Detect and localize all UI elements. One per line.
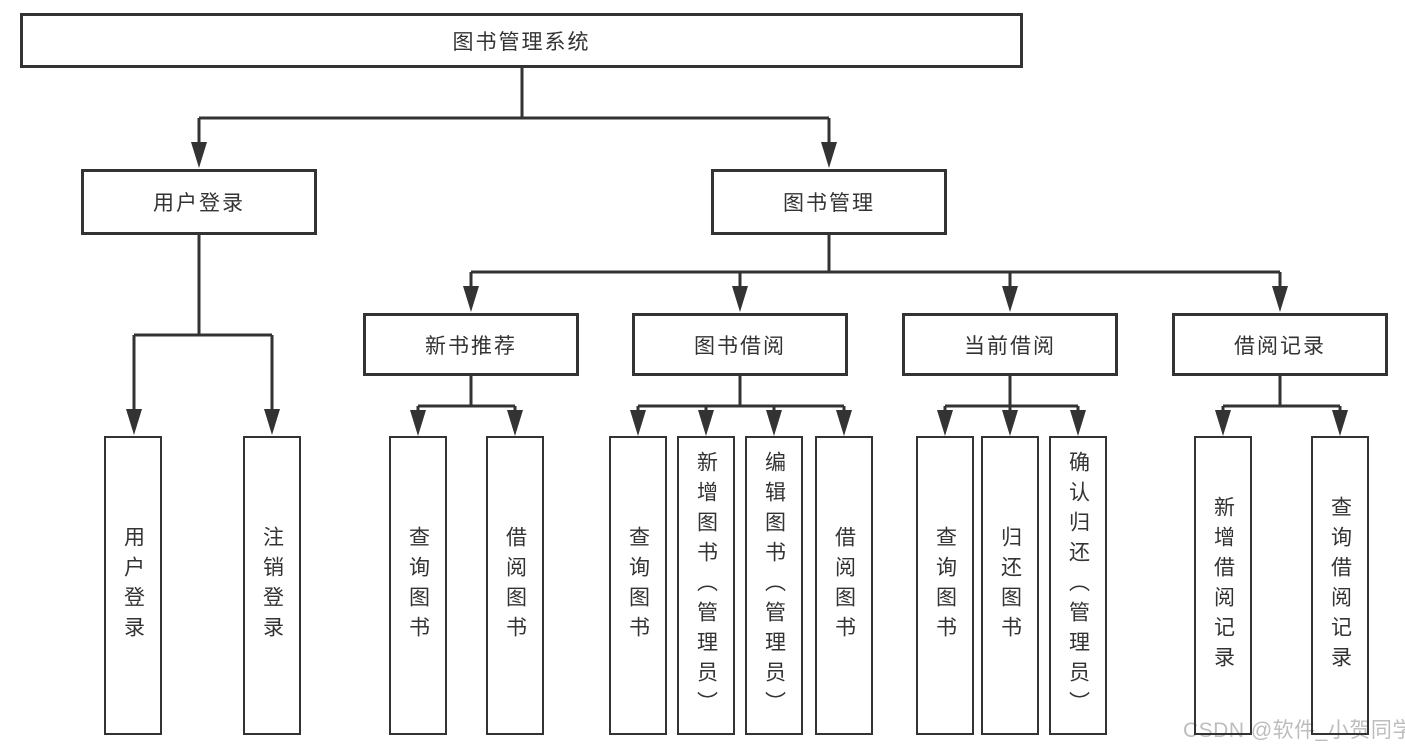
leaf-borrow-books-recommend: 借阅图书	[486, 436, 544, 735]
leaf-query-books-current: 查询图书	[916, 436, 974, 735]
leaf-label: 新增借阅记录	[1211, 495, 1235, 676]
node-label: 图书管理	[783, 192, 875, 215]
leaf-query-books-recommend: 查询图书	[389, 436, 447, 735]
leaf-label: 借阅图书	[832, 525, 856, 646]
leaf-label: 查询图书	[626, 525, 650, 646]
node-book-management: 图书管理	[711, 169, 947, 235]
node-new-book-recommend: 新书推荐	[363, 313, 579, 376]
node-label: 新书推荐	[425, 334, 517, 358]
leaf-user-login: 用户登录	[104, 436, 162, 735]
leaf-label: 借阅图书	[503, 525, 527, 646]
leaf-query-books-borrowing: 查询图书	[609, 436, 667, 735]
watermark: CSDN @软件_小贺同学	[1183, 719, 1405, 742]
leaf-label: 查询借阅记录	[1328, 495, 1352, 676]
node-current-borrowing: 当前借阅	[902, 313, 1118, 376]
leaf-return-books: 归还图书	[981, 436, 1039, 735]
leaf-logout: 注销登录	[243, 436, 301, 735]
leaf-label: 归还图书	[998, 525, 1022, 646]
leaf-label: 用户登录	[121, 525, 145, 646]
leaf-label: 新增图书（管理员）	[694, 450, 718, 721]
leaf-edit-book-admin: 编辑图书（管理员）	[745, 436, 803, 735]
node-user-login: 用户登录	[81, 169, 317, 235]
node-label: 借阅记录	[1234, 334, 1326, 358]
leaf-label: 编辑图书（管理员）	[762, 450, 786, 721]
leaf-label: 确认归还（管理员）	[1066, 450, 1090, 721]
node-borrow-records: 借阅记录	[1172, 313, 1388, 376]
leaf-add-borrow-record: 新增借阅记录	[1194, 436, 1252, 735]
leaf-label: 查询图书	[933, 525, 957, 646]
leaf-add-book-admin: 新增图书（管理员）	[677, 436, 735, 735]
leaf-label: 查询图书	[406, 525, 430, 646]
node-label: 图书管理系统	[452, 30, 591, 54]
node-label: 用户登录	[153, 192, 245, 215]
leaf-label: 注销登录	[260, 525, 284, 646]
node-library-management-system: 图书管理系统	[20, 13, 1023, 68]
node-label: 图书借阅	[694, 334, 786, 358]
leaf-confirm-return-admin: 确认归还（管理员）	[1049, 436, 1107, 735]
leaf-borrow-books-borrowing: 借阅图书	[815, 436, 873, 735]
node-book-borrowing: 图书借阅	[632, 313, 848, 376]
leaf-query-borrow-record: 查询借阅记录	[1311, 436, 1369, 735]
node-label: 当前借阅	[964, 334, 1056, 358]
